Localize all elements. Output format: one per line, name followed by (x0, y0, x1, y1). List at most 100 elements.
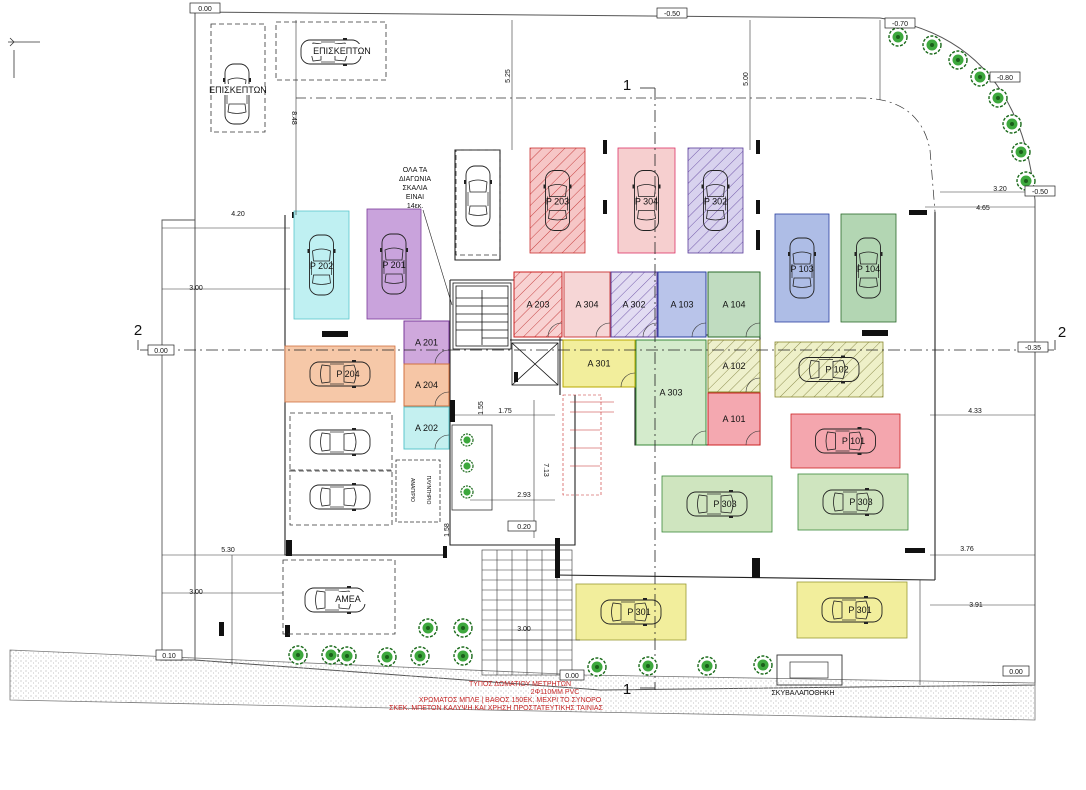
storage-fill (635, 339, 707, 446)
disabled-space: ΑΜΕΑ (282, 559, 396, 635)
level-tags (147, 2, 1056, 681)
door-swing-icon (691, 430, 707, 446)
parking-label: P 104 (857, 264, 880, 274)
dim-8-48: 8.48 (290, 111, 297, 125)
meter-room (562, 394, 614, 496)
door-swing-icon (620, 372, 636, 388)
parking-fill (790, 413, 901, 469)
storage-room-a303: A 303 (635, 339, 707, 446)
parking-label: P 302 (704, 197, 727, 207)
storage-room-a102: A 102 (707, 339, 761, 393)
storage-room-a301: A 301 (562, 339, 636, 388)
storage-fill (657, 271, 707, 338)
parking-hatch (688, 148, 743, 253)
parking-fill (575, 583, 687, 641)
dim-3-91: 3.91 (969, 602, 983, 609)
dim-texts: 1.75 2.93 7.13 1.55 1.58 3.00 3.00 3.00 … (189, 69, 1007, 633)
level-left-axis: 0.00 (154, 348, 168, 355)
parking-hatch (530, 148, 585, 253)
dim-1-58: 1.58 (444, 523, 451, 537)
parking-label: P 203 (546, 197, 569, 207)
dim-4-33: 4.33 (968, 408, 982, 415)
north-arrow-icon (8, 37, 40, 78)
meter-note-line-2: 2Φ110ΜΜ PVC (531, 689, 580, 696)
parking-label: P 301 (627, 607, 650, 617)
parking-fill (661, 475, 773, 533)
visitor-spaces: ΕΠΙΣΚΕΠΤΩΝ ΕΠΙΣΚΕΠΤΩΝ (209, 21, 387, 133)
stair-note-box: ΑΝΑΠ/ΡΙΟ ΠΛΥΝΤΗΡΙΟ (395, 459, 441, 523)
storage-label: A 303 (659, 388, 682, 398)
dim-5-00: 5.00 (743, 72, 750, 86)
level-bottom-right: 0.00 (1009, 669, 1023, 676)
parking-label: P 202 (310, 261, 333, 271)
door-swing-icon (434, 434, 450, 450)
parking-fill (293, 210, 350, 320)
door-swing-icon (434, 391, 450, 407)
stair-note-line-2: ΔΙΑΓΩΝΙΑ (399, 176, 431, 183)
level-right-2: -0.50 (1032, 189, 1048, 196)
disabled-label: ΑΜΕΑ (335, 594, 361, 604)
parking-label: P 303 (713, 499, 736, 509)
parking-label: P 204 (336, 369, 359, 379)
storage-room-a104: A 104 (707, 271, 761, 338)
door-swing-icon (547, 322, 563, 338)
level-bottom-left: 0.10 (162, 653, 176, 660)
grid-axis-ticks (137, 87, 1056, 689)
level-top-right: -0.70 (892, 21, 908, 28)
storage-room-a201: A 201 (403, 320, 450, 365)
pavement-strip (9, 649, 1036, 721)
svg-text:ΑΝΑΠ/ΡΙΟ: ΑΝΑΠ/ΡΙΟ (409, 478, 415, 502)
door-swing-icon (642, 322, 658, 338)
parking-space-p301b: P 301 (796, 581, 908, 639)
dim-3-00-a: 3.00 (189, 285, 203, 292)
storage-room-a302: A 302 (610, 271, 658, 338)
svg-text:ΠΛΥΝΤΗΡΙΟ: ΠΛΥΝΤΗΡΙΟ (425, 476, 431, 505)
parking-label: P 301 (848, 605, 871, 615)
parking-space-p104: P 104 (840, 213, 897, 323)
door-swing-icon (595, 322, 611, 338)
parking-label: P 201 (382, 260, 405, 270)
storage-room-a203: A 203 (513, 271, 563, 338)
parking-space-p303a: P 303 (661, 475, 773, 533)
storage-label: A 101 (722, 414, 745, 424)
refuse-label: ΣΚΥΒΑΛΑΠΟΘΗΚΗ (771, 690, 834, 697)
parking-fill (774, 213, 830, 323)
parking-fill (617, 147, 676, 254)
grid-axis-2-left: 2 (134, 322, 142, 339)
stair-note: ΟΛΑ ΤΑ ΔΙΑΓΩΝΙΑ ΣΚΑΛΙΑ ΕΙΝΑΙ 14εκ. (399, 167, 453, 306)
dim-2-93: 2.93 (517, 492, 531, 499)
parking-space-p102: P 102 (774, 341, 884, 398)
storage-fill (403, 363, 450, 407)
storage-room-a204: A 204 (403, 363, 450, 407)
level-right-1: -0.80 (997, 75, 1013, 82)
stair-note-line-3: ΣΚΑΛΙΑ (403, 185, 428, 192)
storage-label: A 201 (415, 338, 438, 348)
stair-note-line-5: 14εκ. (407, 203, 423, 210)
storage-fill (403, 406, 450, 450)
staircase (452, 282, 559, 386)
level-top-left: 0.00 (198, 6, 212, 13)
dim-1-55: 1.55 (478, 401, 485, 415)
level-tag-texts: 0.00 -0.50 -0.70 -0.80 -0.50 0.00 -0.35 … (154, 6, 1048, 680)
level-right-axis: -0.35 (1025, 345, 1041, 352)
storage-label: A 204 (415, 380, 438, 390)
storage-hatch (611, 272, 657, 337)
storage-label: A 203 (526, 300, 549, 310)
storage-fill (562, 339, 636, 388)
storage-label: A 202 (415, 423, 438, 433)
parking-space-p304: P 304 (617, 147, 676, 254)
stair-note-line-1: ΟΛΑ ΤΑ (403, 167, 428, 174)
storage-room-a101: A 101 (707, 392, 761, 446)
parking-fill (284, 345, 396, 403)
door-swing-icon (745, 377, 761, 393)
door-swing-icon (434, 349, 450, 365)
parking-space-p302: P 302 (687, 147, 744, 254)
storage-fill (563, 271, 611, 338)
storage-label: A 102 (722, 361, 745, 371)
storage-label: A 301 (587, 359, 610, 369)
level-bottom-mid: 0.00 (565, 673, 579, 680)
dim-5-25: 5.25 (505, 69, 512, 83)
dim-3-76: 3.76 (960, 546, 974, 553)
